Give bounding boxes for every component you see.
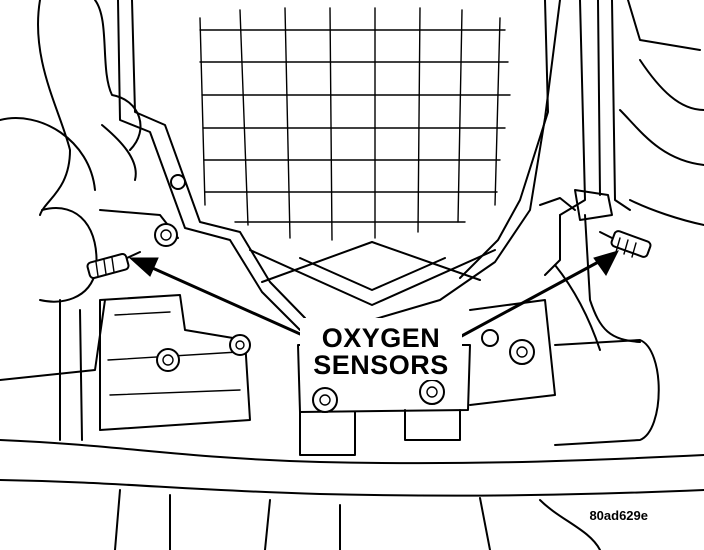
left-engine-block bbox=[0, 0, 179, 381]
bolt bbox=[170, 174, 186, 190]
ribbed-housing bbox=[117, 0, 561, 331]
callout-arrows bbox=[128, 250, 619, 347]
right-sensor-arrow bbox=[443, 250, 619, 347]
callout-line-1: OXYGEN bbox=[322, 323, 441, 353]
right-oxygen-sensor bbox=[599, 230, 652, 258]
left-oxygen-sensor bbox=[86, 251, 141, 280]
bolt bbox=[312, 387, 338, 413]
callout-line-2: SENSORS bbox=[313, 350, 449, 380]
left-sensor-arrow bbox=[128, 257, 320, 344]
figure-id: 80ad629e bbox=[589, 508, 648, 523]
bolt bbox=[481, 329, 499, 347]
callout-label: OXYGEN SENSORS bbox=[300, 318, 462, 380]
bolt bbox=[156, 348, 180, 372]
bolt bbox=[509, 339, 535, 365]
bolt bbox=[419, 379, 445, 405]
bolt bbox=[154, 223, 178, 247]
bolt bbox=[229, 334, 251, 356]
bolts bbox=[154, 174, 535, 413]
right-engine-block bbox=[539, 0, 704, 351]
